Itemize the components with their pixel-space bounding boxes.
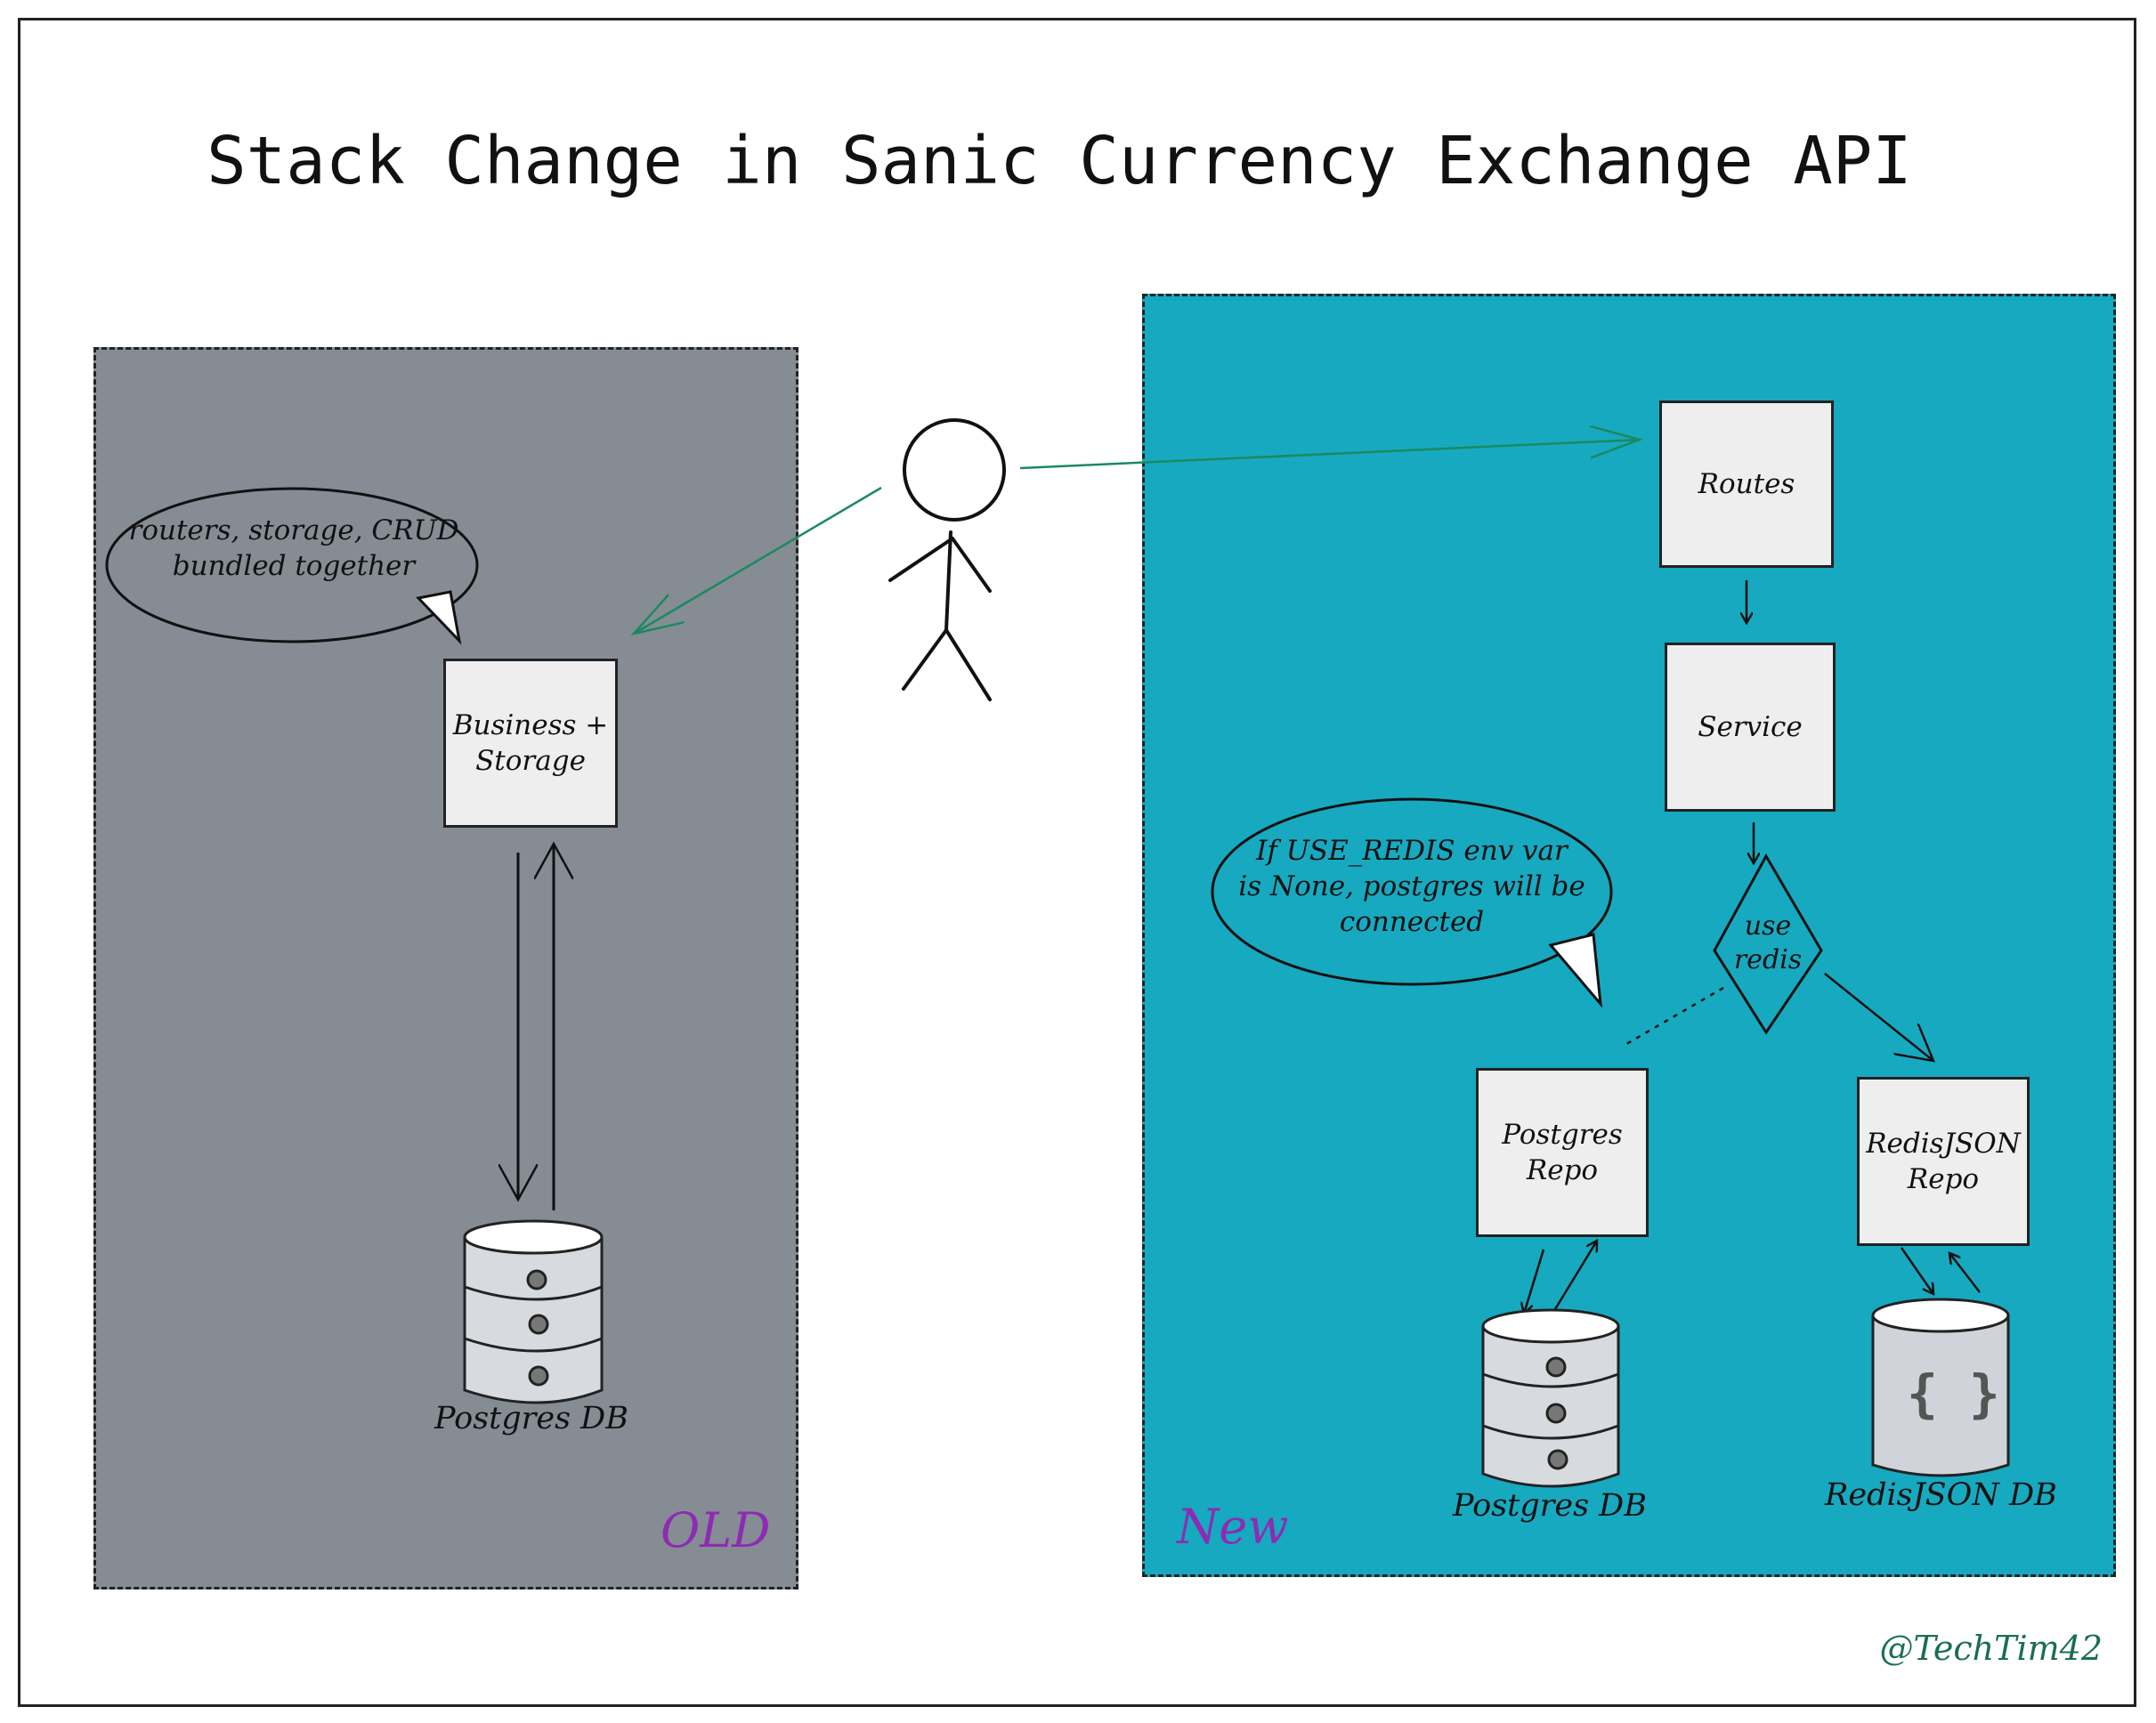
routes-label: Routes bbox=[1698, 468, 1795, 500]
service-box: Service bbox=[1665, 643, 1836, 812]
json-braces-icon: { } bbox=[1907, 1363, 2000, 1424]
decision-line-1: use bbox=[1744, 910, 1792, 942]
new-postgres-db-label: Postgres DB bbox=[1453, 1488, 1647, 1524]
service-label: Service bbox=[1698, 711, 1803, 743]
postgres-repo-box: Postgres Repo bbox=[1476, 1068, 1649, 1237]
user-to-routes-arrow bbox=[1019, 440, 1640, 470]
database-cylinder-icon bbox=[463, 1219, 604, 1404]
decision-to-redis-arrow bbox=[1824, 973, 1933, 1061]
redisjson-repo-line-1: RedisJSON bbox=[1866, 1128, 2021, 1160]
redisjson-db-label: RedisJSON DB bbox=[1825, 1477, 2057, 1513]
author-handle: @TechTim42 bbox=[1879, 1629, 2103, 1668]
new-bubble-line-3: connected bbox=[1339, 906, 1485, 938]
postgres-db-to-repo-arrow bbox=[1551, 1241, 1597, 1314]
decision-text: use redis bbox=[1714, 910, 1821, 977]
user-to-old-arrow bbox=[634, 486, 882, 634]
old-bubble-line-2: bundled together bbox=[172, 550, 416, 582]
use-redis-decision-diamond bbox=[1713, 853, 1823, 1035]
business-storage-line-1: Business + bbox=[452, 709, 609, 741]
old-architecture-panel bbox=[93, 347, 798, 1590]
diagram-frame bbox=[18, 18, 2136, 1707]
new-bubble-line-2: is None, postgres will be bbox=[1238, 870, 1585, 902]
database-cylinder-icon bbox=[1481, 1308, 1620, 1488]
postgres-repo-line-1: Postgres bbox=[1502, 1119, 1623, 1151]
routes-box: Routes bbox=[1659, 400, 1834, 568]
decision-to-postgres-dotted bbox=[1621, 986, 1724, 1048]
stick-figure-icon bbox=[888, 418, 1006, 701]
postgres-repo-line-2: Repo bbox=[1526, 1154, 1599, 1186]
old-bubble-text: routers, storage, CRUD bundled together bbox=[114, 513, 474, 584]
redisjson-repo-box: RedisJSON Repo bbox=[1857, 1077, 2030, 1246]
json-document-icon bbox=[1871, 1298, 2010, 1477]
business-storage-box: Business + Storage bbox=[443, 659, 618, 828]
new-panel-tag: New bbox=[1177, 1499, 1289, 1555]
new-bubble-text: If USE_REDIS env var is None, postgres w… bbox=[1218, 833, 1606, 940]
postgres-repo-to-db-arrow bbox=[1524, 1249, 1545, 1314]
old-panel-tag: OLD bbox=[661, 1502, 771, 1558]
old-speech-bubble bbox=[105, 487, 479, 645]
business-storage-line-2: Storage bbox=[475, 745, 586, 777]
new-bubble-line-1: If USE_REDIS env var bbox=[1256, 835, 1568, 867]
redis-db-to-repo-arrow bbox=[1949, 1253, 1981, 1293]
old-bubble-line-1: routers, storage, CRUD bbox=[128, 514, 459, 546]
redisjson-repo-line-2: Repo bbox=[1907, 1163, 1980, 1195]
redis-repo-to-db-arrow bbox=[1900, 1247, 1933, 1294]
old-postgres-db-label: Postgres DB bbox=[434, 1401, 628, 1436]
diagram-title: Stack Change in Sanic Currency Exchange … bbox=[207, 123, 1912, 199]
decision-line-2: redis bbox=[1733, 944, 1803, 975]
new-speech-bubble bbox=[1211, 797, 1613, 1008]
